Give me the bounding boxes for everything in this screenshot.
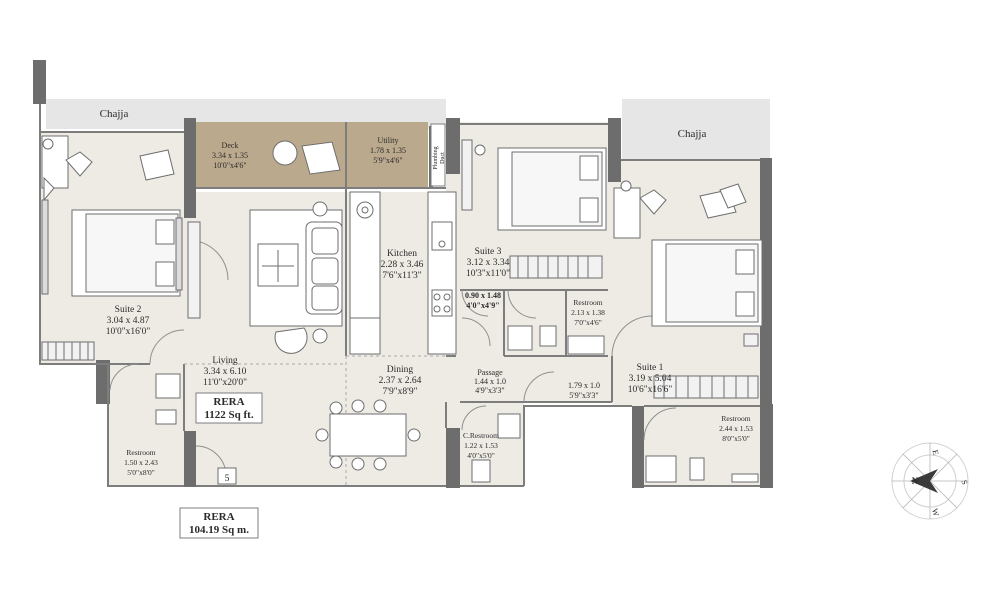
living-furniture <box>187 201 343 354</box>
plumbing-name: Plumbing <box>433 146 439 169</box>
utility-metric: 1.78 x 1.35 <box>370 146 406 155</box>
crestroom-metric: 1.22 x 1.53 <box>464 441 498 450</box>
compass-rose: N E S W <box>891 442 969 520</box>
restroom3-imperial: 7'0"x4'6" <box>574 318 602 327</box>
passage-metric: 1.44 x 1.0 <box>474 377 506 386</box>
restroom2-metric: 1.50 x 2.43 <box>124 458 158 467</box>
living-metric: 3.34 x 6.10 <box>204 367 247 377</box>
rera-sqft-value: 1122 Sq ft. <box>204 409 253 421</box>
restroom1-name: Restroom <box>721 414 750 423</box>
restroom2-name: Restroom <box>126 448 155 457</box>
suite2-bed <box>71 209 183 297</box>
restroom3-metric: 2.13 x 1.38 <box>571 308 605 317</box>
kitchen-counters <box>349 191 457 355</box>
walls <box>39 104 760 487</box>
suite1-bed <box>613 180 763 399</box>
lobby-metric: 1.79 x 1.0 <box>568 381 600 390</box>
suite3-imperial: 10'3"x11'0" <box>466 269 510 279</box>
suite1-name: Suite 1 <box>637 363 664 373</box>
utility-area <box>346 122 428 188</box>
living-name: Living <box>212 356 238 366</box>
suite2-metric: 3.04 x 4.87 <box>107 316 150 326</box>
kitchen-metric: 2.28 x 3.46 <box>381 260 424 270</box>
rera-sqm-title: RERA <box>203 511 234 523</box>
chajja-right-strip <box>622 99 770 161</box>
suite3-bed <box>461 139 607 279</box>
restroom1-fixtures <box>645 455 759 483</box>
compass-w: W <box>930 508 941 518</box>
deck-furniture <box>272 140 438 175</box>
compass-e: E <box>930 449 940 456</box>
kitchen-imperial: 7'6"x11'3" <box>382 271 421 281</box>
chajja-left-label: Chajja <box>100 108 129 120</box>
utility-name: Utility <box>378 136 399 145</box>
suite3-name: Suite 3 <box>475 247 502 257</box>
rera-sqm-box <box>179 507 259 539</box>
restroom2-fixtures <box>155 373 181 425</box>
passage-name: Passage <box>477 368 503 377</box>
deck-name: Deck <box>222 141 239 150</box>
dining-metric: 2.37 x 2.64 <box>379 376 422 386</box>
passage-imperial: 4'9"x3'3" <box>475 386 504 395</box>
crestroom-fixtures <box>471 413 521 483</box>
store-imperial: 4'0"x4'9" <box>466 301 499 310</box>
crestroom-name: C.Restroom <box>463 431 499 440</box>
dining-imperial: 7'9"x8'9" <box>383 387 418 397</box>
crestroom-imperial: 4'0"x5'0" <box>467 451 495 460</box>
rera-sqft-title: RERA <box>213 396 244 408</box>
north-arrow-icon <box>910 469 938 493</box>
restroom3-name: Restroom <box>573 298 602 307</box>
thresholds <box>184 355 446 486</box>
plumbing-duct <box>430 123 446 187</box>
compass-n: N <box>912 476 919 486</box>
restroom1-imperial: 8'0"x5'0" <box>722 434 750 443</box>
lobby-imperial: 5'9"x3'3" <box>569 391 598 400</box>
dining-table <box>315 399 421 471</box>
entry-number-box <box>217 467 237 485</box>
suite3-metric: 3.12 x 3.34 <box>467 258 510 268</box>
suite2-imperial: 10'0"x16'0" <box>106 327 151 337</box>
rera-sqft-box <box>195 392 263 424</box>
deck-metric: 3.34 x 1.35 <box>212 151 248 160</box>
dining-name: Dining <box>387 365 414 375</box>
kitchen-name: Kitchen <box>387 249 417 259</box>
suite2-desk <box>41 135 175 361</box>
restroom1-metric: 2.44 x 1.53 <box>719 424 753 433</box>
suite2-name: Suite 2 <box>115 305 142 315</box>
compass-s: S <box>959 479 969 486</box>
deck-imperial: 10'0"x4'6" <box>213 161 246 170</box>
store-metric: 0.90 x 1.48 <box>465 291 501 300</box>
entry-number: 5 <box>225 474 230 484</box>
plumbing-sub: Duct <box>440 152 446 164</box>
living-imperial: 11'0"x20'0" <box>203 378 247 388</box>
rera-sqm-value: 104.19 Sq m. <box>189 524 249 536</box>
chajja-right-label: Chajja <box>678 128 707 140</box>
suite1-metric: 3.19 x 5.04 <box>629 374 672 384</box>
utility-imperial: 5'9"x4'6" <box>373 156 402 165</box>
restroom2-imperial: 5'0"x8'0" <box>127 468 155 477</box>
restroom3-fixtures <box>507 325 605 355</box>
suite1-imperial: 10'6"x16'6" <box>628 385 673 395</box>
